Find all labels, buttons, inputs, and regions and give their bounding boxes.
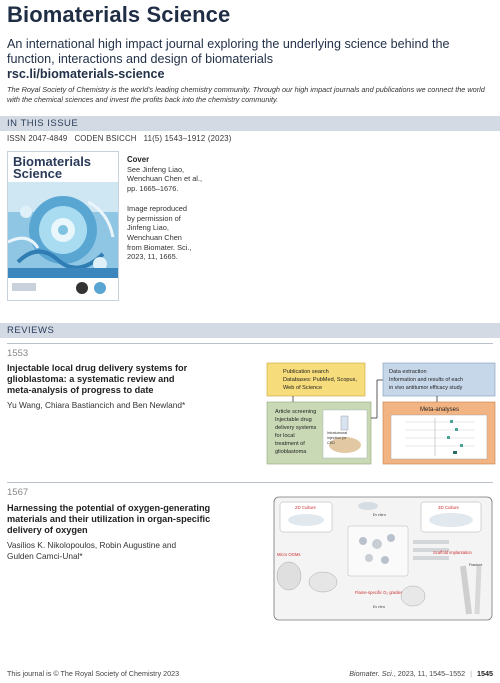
cover-artwork (8, 182, 118, 278)
footer-citation: Biomater. Sci., 2023, 11, 1545–1552 | 15… (349, 669, 493, 678)
toc-label-flame: Flame-specific O₂ gradients (355, 590, 406, 595)
cover-credit-line: Jinfeng Liao, (127, 223, 169, 233)
toc-box4-title: Meta-analyses (420, 407, 459, 413)
footer-citation-rest: , 2023, 11, 1545–1552 (393, 669, 466, 678)
cover-credit-line: from Biomater. Sci., (127, 242, 192, 252)
toc-label-2d: 2D Culture (295, 505, 317, 510)
toc-label-micro: Micro OGMs (277, 552, 301, 557)
toc-label-invivo: In vivo (372, 604, 386, 609)
toc-box1-line: Publication search (283, 369, 329, 375)
toc-box1-line: Web of Science (283, 385, 322, 391)
cover-caption-title: Cover (127, 155, 150, 164)
title-line: materials and their utilization in organ… (7, 514, 211, 525)
cover-credit-line: 2023, 11, 1665. (127, 252, 178, 262)
toc-box2-line: Article screening (275, 409, 316, 415)
section-heading: IN THIS ISSUE (7, 118, 79, 129)
title-line: glioblastoma: a systematic review and (7, 374, 175, 385)
toc-inset-line: Intratumoral (327, 431, 347, 435)
journal-url[interactable]: rsc.li/biomaterials-science (7, 67, 165, 81)
cover-credit-line: by permission of (127, 213, 181, 223)
title-line: delivery of oxygen (7, 525, 88, 536)
coden: CODEN BSICCH (74, 134, 137, 143)
rsc-statement: The Royal Society of Chemistry is the wo… (7, 85, 485, 104)
article-title[interactable]: Harnessing the potential of oxygen-gener… (7, 503, 265, 537)
article-title[interactable]: Injectable local drug delivery systems f… (7, 363, 265, 397)
issn: ISSN 2047-4849 (7, 134, 68, 143)
cover-caption-line: Wenchuan Chen et al., (127, 174, 203, 184)
cover-credit-line: Image reproduced (127, 203, 187, 213)
footer-journal-abbrev: Biomater. Sci. (349, 669, 394, 678)
toc-inset-line: CED (327, 441, 335, 445)
toc-box2-line: treatment of (275, 441, 305, 447)
author-line: Vasilios K. Nikolopoulos, Robin Augustin… (7, 540, 177, 550)
title-line: Harnessing the potential of oxygen-gener… (7, 503, 211, 513)
toc-label-scaffold: Scaffold implantation (433, 550, 472, 555)
article-divider (7, 482, 493, 483)
toc-label-3d: 3D Culture (438, 505, 460, 510)
toc-box2-line: Injectable drug (275, 417, 312, 423)
toc-graphic-oxygen-materials[interactable]: 2D Culture 3D Culture In vitro Micro OGM… (273, 496, 493, 621)
reviews-bar: REVIEWS (0, 323, 500, 338)
volume-info: 11(5) 1543–1912 (2023) (143, 134, 232, 143)
footer-copyright: This journal is © The Royal Society of C… (7, 669, 180, 678)
toc-box1-line: Databases: PubMed, Scopus, (283, 377, 357, 383)
toc-graphic-systematic-review[interactable]: Publication search Databases: PubMed, Sc… (265, 360, 497, 468)
toc-label-invitro: In vitro (372, 512, 387, 517)
article-authors: Yu Wang, Chiara Bastiancich and Ben Newl… (7, 400, 186, 410)
toc-box3-line: in vivo antitumor efficacy study (389, 385, 463, 391)
journal-title: Biomaterials Science (7, 2, 231, 27)
toc-box3-line: Information and results of each (389, 377, 463, 383)
toc-box2-line: for local (275, 433, 295, 439)
article-page-number: 1567 (7, 487, 29, 498)
cover-caption-line: See Jinfeng Liao, (127, 164, 185, 174)
toc-box2-line: glioblastoma (275, 449, 307, 455)
article-page-number: 1553 (7, 348, 29, 359)
article-authors: Vasilios K. Nikolopoulos, Robin Augustin… (7, 540, 265, 561)
toc-box2-line: delivery systems (275, 425, 317, 431)
cover-credit-line: Wenchuan Chen (127, 232, 182, 242)
title-line: meta-analysis of progress to date (7, 385, 154, 396)
cover-caption: Cover See Jinfeng Liao, Wenchuan Chen et… (127, 155, 227, 262)
cover-image[interactable]: Biomaterials Science (7, 151, 119, 301)
cover-journal-name: Biomaterials Science (13, 154, 118, 181)
cover-name-text: Biomaterials Science (13, 154, 92, 181)
in-this-issue-bar: IN THIS ISSUE (0, 116, 500, 131)
toc-label-fracture: Fracture (469, 563, 482, 567)
toc-inset-line: injection (or (327, 436, 347, 440)
issue-meta: ISSN 2047-4849 CODEN BSICCH 11(5) 1543–191… (7, 134, 239, 143)
author-line: Gulden Camci-Unal* (7, 550, 83, 561)
section-heading: REVIEWS (7, 325, 55, 336)
article-divider (7, 343, 493, 344)
footer-page-number: 1545 (477, 669, 493, 678)
cover-caption-line: pp. 1665–1676. (127, 184, 179, 194)
journal-tagline: An international high impact journal exp… (7, 37, 450, 66)
title-line: Injectable local drug delivery systems f… (7, 363, 188, 373)
cover-logos (12, 282, 106, 294)
toc-box3-line: Data extraction (389, 369, 427, 375)
